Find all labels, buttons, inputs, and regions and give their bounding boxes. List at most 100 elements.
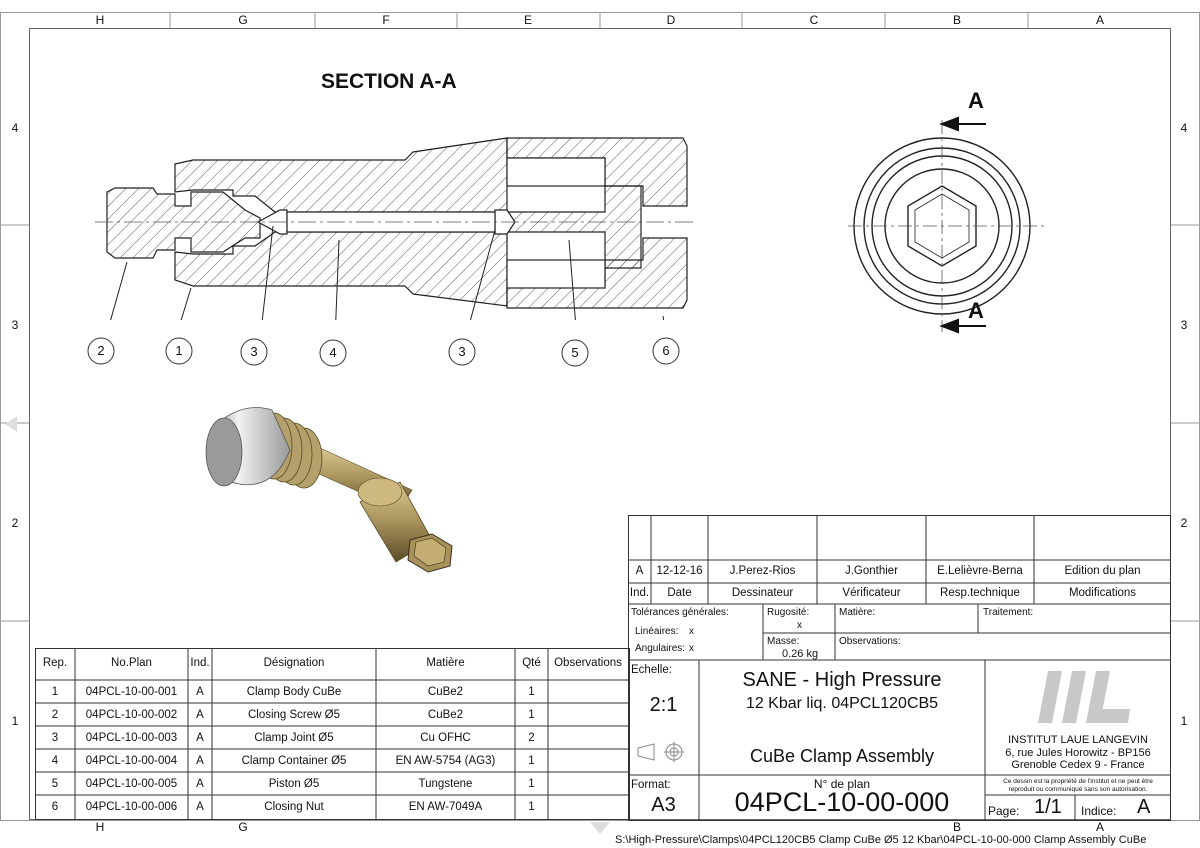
table-cell: A xyxy=(196,686,204,698)
lineaires-label: Linéaires: xyxy=(635,626,679,637)
echelle-value: 2:1 xyxy=(649,694,678,716)
section-title: SECTION A-A xyxy=(321,70,457,93)
format-value: A3 xyxy=(651,794,676,816)
balloon-3b: 3 xyxy=(458,344,466,359)
zone-col-c: C xyxy=(809,13,819,27)
ill-logo-icon xyxy=(1038,671,1130,723)
table-cell: Clamp Container Ø5 xyxy=(241,755,347,767)
plan-label: N° de plan xyxy=(813,777,871,791)
table-cell: Clamp Joint Ø5 xyxy=(254,732,334,744)
parts-header-qte: Qté xyxy=(522,657,541,669)
table-cell: EN AW-7049A xyxy=(408,801,483,813)
institute-address-2: Grenoble Cedex 9 - France xyxy=(1011,759,1145,771)
rev-ind-value: A xyxy=(635,565,644,577)
table-cell: 04PCL-10-00-003 xyxy=(85,732,178,744)
project-subtitle: 12 Kbar liq. 04PCL120CB5 xyxy=(745,695,939,712)
table-cell: 04PCL-10-00-006 xyxy=(85,801,178,813)
table-cell: CuBe2 xyxy=(427,686,464,698)
angulaires-value: x xyxy=(689,643,694,654)
zone-row-3: 3 xyxy=(11,318,19,332)
table-cell: 4 xyxy=(51,755,59,767)
balloon-3a: 3 xyxy=(250,344,258,359)
zone-col-a: A xyxy=(1095,13,1104,27)
table-cell: A xyxy=(196,801,204,813)
angulaires-label: Angulaires: xyxy=(635,643,686,654)
table-cell: 1 xyxy=(528,778,535,790)
property-notice-2: reproduit ou communiqué sans son autoris… xyxy=(1008,786,1148,793)
zone-row-1-right: 1 xyxy=(1180,714,1188,728)
table-cell: Closing Screw Ø5 xyxy=(247,709,341,721)
table-cell: EN AW-5754 (AG3) xyxy=(395,755,496,767)
property-notice-1: Ce dessin est la propriété de l'institut… xyxy=(1003,778,1153,785)
table-cell: Piston Ø5 xyxy=(268,778,320,790)
table-cell: A xyxy=(196,755,204,767)
title-block-grid xyxy=(628,515,1171,821)
rugosite-value: x xyxy=(797,620,802,631)
table-cell: Clamp Body CuBe xyxy=(246,686,342,698)
balloon-row xyxy=(87,337,680,367)
project-title: SANE - High Pressure xyxy=(742,669,942,691)
rev-header-verificateur: Vérificateur xyxy=(842,587,901,599)
observations-label: Observations: xyxy=(839,636,901,647)
rev-date-value: 12-12-16 xyxy=(656,565,703,577)
table-cell: Cu OFHC xyxy=(420,732,471,744)
table-cell: 1 xyxy=(528,686,535,698)
table-cell: A xyxy=(196,732,204,744)
zone-row-1: 1 xyxy=(11,714,19,728)
rev-verificateur-value: J.Gonthier xyxy=(844,565,899,577)
table-cell: A xyxy=(196,709,204,721)
rev-header-modif: Modifications xyxy=(1068,587,1137,599)
rev-header-dessinateur: Dessinateur xyxy=(731,587,794,599)
table-cell: A xyxy=(196,778,204,790)
table-cell: 1 xyxy=(528,755,535,767)
drawing-title: CuBe Clamp Assembly xyxy=(749,746,935,766)
zone-col-g: G xyxy=(238,13,248,27)
file-path: S:\High-Pressure\Clamps\04PCL120CB5 Clam… xyxy=(615,834,1147,846)
plan-number: 04PCL-10-00-000 xyxy=(734,787,950,817)
parts-header-rep: Rep. xyxy=(42,657,68,669)
zone-col-a-bottom: A xyxy=(1095,820,1104,834)
table-cell: 6 xyxy=(51,801,59,813)
matiere-label: Matière: xyxy=(839,607,876,618)
cut-label-bottom: A xyxy=(968,298,984,323)
parts-table-grid xyxy=(35,648,630,820)
rev-dessinateur-value: J.Perez-Rios xyxy=(729,565,796,577)
table-cell: 2 xyxy=(528,732,535,744)
projection-symbol-icon xyxy=(637,742,684,762)
tolerances-label: Tolérances générales: xyxy=(631,607,729,618)
zone-row-4-right: 4 xyxy=(1180,121,1188,135)
masse-value: 0.26 kg xyxy=(782,648,819,660)
rev-header-date: Date xyxy=(667,587,692,599)
rev-resp-value: E.Lelièvre-Berna xyxy=(937,565,1023,577)
parts-header-noplan: No.Plan xyxy=(111,657,152,669)
table-cell: 04PCL-10-00-001 xyxy=(85,686,178,698)
rev-header-resp: Resp.technique xyxy=(940,587,1020,599)
table-cell: 5 xyxy=(51,778,59,790)
page-label: Page: xyxy=(988,804,1020,818)
table-cell: 2 xyxy=(51,709,59,721)
zone-col-g-bottom: G xyxy=(238,820,248,834)
end-view xyxy=(848,116,1044,334)
echelle-label: Echelle: xyxy=(631,664,672,676)
balloon-6: 6 xyxy=(662,343,670,358)
parts-header-designation: Désignation xyxy=(263,657,325,669)
zone-col-b-bottom: B xyxy=(952,820,961,834)
zone-row-2: 2 xyxy=(11,516,19,530)
masse-label: Masse: xyxy=(767,636,800,647)
isometric-view xyxy=(205,407,453,573)
zone-col-d: D xyxy=(666,13,676,27)
table-cell: 1 xyxy=(528,801,535,813)
parts-header-observations: Observations xyxy=(554,657,622,669)
lineaires-value: x xyxy=(689,626,694,637)
institute-name: INSTITUT LAUE LANGEVIN xyxy=(1008,734,1148,746)
zone-col-e: E xyxy=(523,13,532,27)
cut-label-top: A xyxy=(968,88,984,113)
table-cell: 04PCL-10-00-004 xyxy=(85,755,178,767)
balloon-2: 2 xyxy=(97,343,105,358)
institute-address-1: 6, rue Jules Horowitz - BP156 xyxy=(1005,747,1151,759)
rev-header-ind: Ind. xyxy=(629,587,650,599)
balloon-4: 4 xyxy=(329,345,337,360)
format-label: Format: xyxy=(631,779,671,791)
indice-value: A xyxy=(1137,796,1151,818)
table-cell: Closing Nut xyxy=(264,801,324,813)
